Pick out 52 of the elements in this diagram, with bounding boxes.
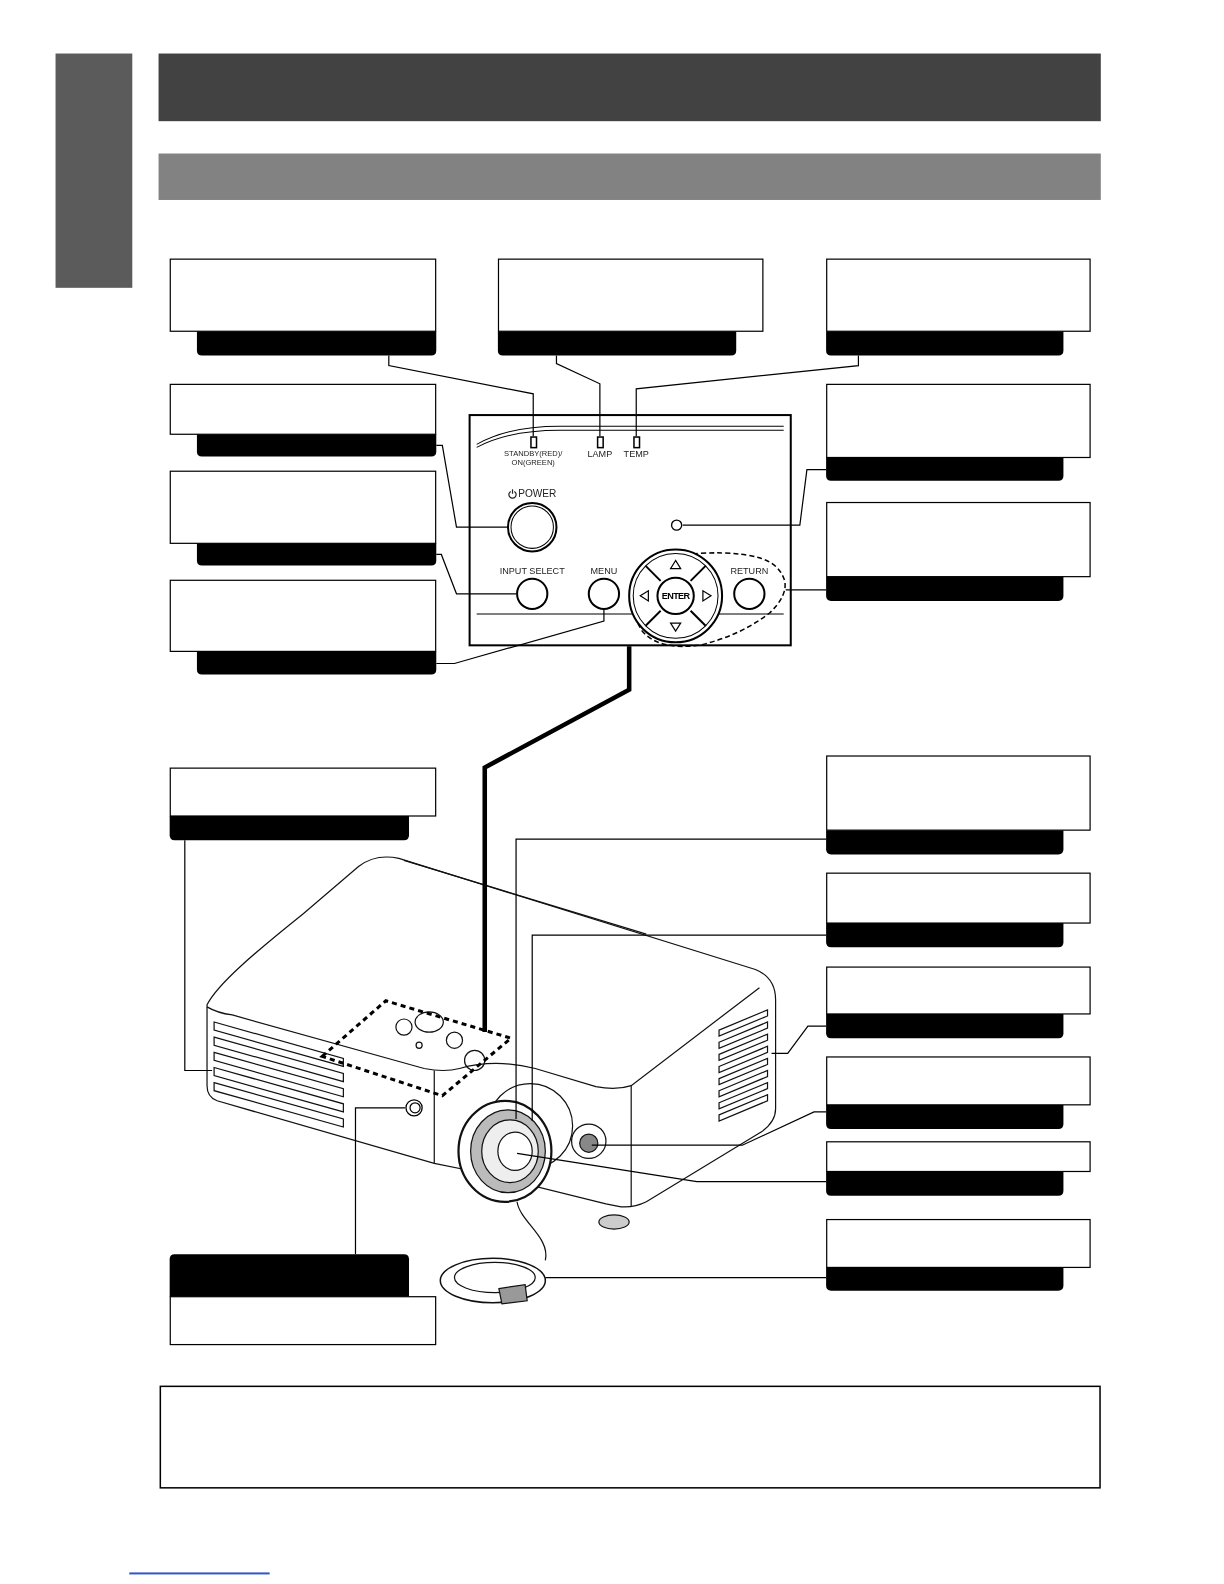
callout-box [169,383,437,457]
round-button [516,577,549,610]
leader-line [388,354,534,437]
callout-box [826,258,1091,356]
callout-box [169,579,437,675]
callout-box [169,1254,437,1346]
callout-box [169,470,437,566]
dashed-outline [322,1000,511,1096]
leader-line [184,839,213,1072]
header-bar [158,53,1101,122]
callout-box [826,1218,1091,1291]
callout-box [826,501,1091,601]
sensor-window [404,1098,424,1117]
callout-box [826,1056,1091,1130]
callout-box [497,258,764,356]
round-button [506,501,558,553]
callout-box [826,872,1091,948]
header-bar [158,153,1101,200]
callout-box [169,258,437,356]
leader-line [482,646,632,1033]
button-label: POWER [518,488,557,500]
callout-box [826,1141,1091,1196]
button-label: MENU [589,566,619,577]
sensor-window [670,519,683,532]
control-panel [468,414,792,647]
note-box [159,1385,1101,1489]
leader-line [435,553,517,595]
button-label: RETURN [729,566,770,577]
round-button [733,577,766,610]
indicator-lamp [633,436,641,449]
leader-line [435,444,508,528]
leader-line [354,1107,406,1255]
leader-line [785,589,827,591]
indicator-label: TEMP [622,450,650,460]
leader-line [531,934,827,1122]
leader-line [635,354,860,437]
round-button [587,577,621,610]
dashed-outline [628,550,787,649]
leader-line [591,1111,827,1146]
indicator-lamp [596,436,604,449]
leader-line [770,1025,827,1054]
callout-box [826,755,1091,855]
callout-box [826,966,1091,1039]
button-label: INPUT SELECT [498,566,566,577]
leader-line [435,609,605,665]
callout-box [826,383,1091,481]
header-bar [55,53,133,288]
indicator-label: LAMP [586,450,614,460]
leader-line [682,469,827,526]
callout-box [169,767,437,841]
indicator-lamp [530,436,538,449]
leader-line [555,354,601,437]
